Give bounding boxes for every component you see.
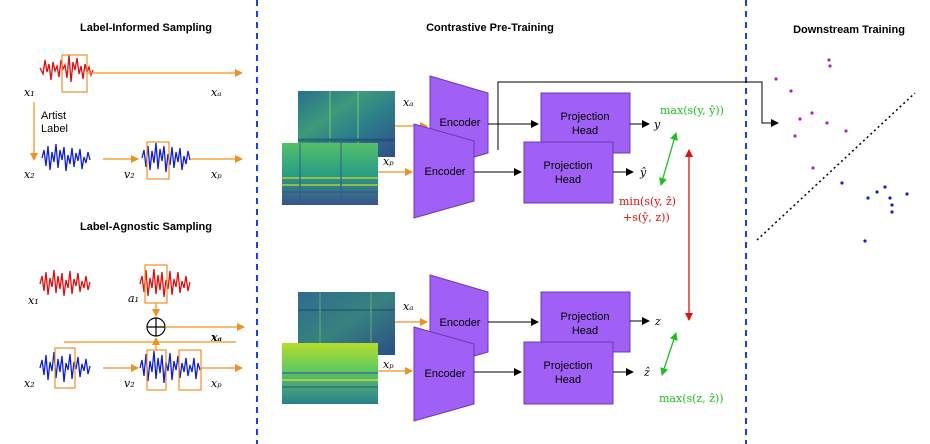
label-v2: v₂ — [124, 168, 135, 181]
encoder-top-p-label: Encoder — [425, 166, 466, 178]
point-blue — [890, 203, 894, 207]
arrow-z-zhat — [660, 332, 678, 376]
point-magenta — [827, 58, 831, 62]
encoder-top-p — [413, 123, 475, 219]
crop-box-v2-a — [146, 349, 167, 391]
objective-min-l1: min(s(y, ẑ) — [619, 195, 676, 208]
point-blue — [905, 192, 909, 196]
bottom-pipeline: xₐ xₚ Encoder Encoder Projection Head Pr… — [282, 274, 661, 422]
waveform-x1 — [39, 54, 94, 83]
objective-max-y: max(s(y, ŷ)) — [660, 104, 724, 117]
point-blue — [875, 190, 879, 194]
label-agnostic-xp: xₚ — [211, 377, 222, 390]
label-xp: xₚ — [211, 168, 222, 181]
point-magenta — [825, 121, 829, 125]
waveform-agnostic-x1 — [39, 269, 91, 297]
header-downstream: Downstream Training — [793, 24, 905, 36]
proj-bottom-a-l1: Projection — [561, 311, 610, 323]
point-blue — [890, 210, 894, 214]
proj-bottom-a-l2: Head — [572, 325, 598, 337]
spectrogram-xp-top — [282, 143, 378, 205]
header-contrastive: Contrastive Pre-Training — [426, 22, 554, 34]
objective-min-l2: +s(ŷ, z)) — [623, 211, 670, 224]
proj-bottom-p-l1: Projection — [544, 360, 593, 372]
point-magenta — [844, 129, 848, 133]
waveform-agnostic-x2 — [39, 351, 91, 383]
top-pipeline: xₐ xₚ Encoder Encoder Projection Head Pr… — [282, 75, 779, 219]
objectives: max(s(y, ŷ)) min(s(y, ẑ) +s(ŷ, z)) max(s… — [619, 104, 724, 405]
waveform-agnostic-v2 — [139, 350, 201, 384]
label-spec-xp-top: xₚ — [383, 155, 394, 168]
arrow-encoder-to-downstream — [497, 81, 779, 150]
crop-box-v2-p — [178, 349, 202, 391]
label-agnostic-x1: x₁ — [28, 294, 39, 307]
crop-box-agnostic-x2 — [54, 347, 76, 389]
waveform-a1 — [139, 268, 191, 298]
decision-boundary — [756, 92, 916, 241]
label-agnostic-v2: v₂ — [124, 377, 135, 390]
label-spec-xp-bottom: xₚ — [383, 358, 394, 371]
proj-bottom-p-l2: Head — [555, 374, 581, 386]
label-zhat: ẑ — [643, 366, 650, 379]
proj-top-a-l1: Projection — [561, 111, 610, 123]
waveform-v2 — [141, 142, 191, 173]
label-agnostic-x2: x₂ — [24, 377, 35, 390]
encoder-bottom-p-label: Encoder — [425, 368, 466, 380]
label-spec-xa-bottom: xₐ — [403, 300, 413, 313]
point-blue — [866, 196, 870, 200]
projection-head-bottom-p — [523, 341, 614, 405]
point-blue — [863, 239, 867, 243]
artist-label-line2: Label — [41, 123, 68, 135]
downstream-scatter — [756, 58, 916, 243]
proj-top-p-l2: Head — [555, 174, 581, 186]
point-magenta — [789, 89, 793, 93]
label-x2: x₂ — [24, 168, 35, 181]
objective-max-z: max(s(z, ẑ)) — [659, 392, 724, 405]
label-informed-group: x₁ xₐ Artist Label x₂ v₂ xₚ — [24, 54, 243, 181]
point-magenta — [811, 166, 815, 170]
point-magenta — [774, 77, 778, 81]
arrow-y-yhat — [659, 132, 678, 186]
encoder-top-a-label: Encoder — [440, 117, 481, 129]
label-yhat: ŷ — [639, 166, 647, 179]
point-magenta — [828, 64, 832, 68]
projection-head-top-p — [523, 141, 614, 204]
proj-top-a-l2: Head — [572, 125, 598, 137]
header-label-agnostic: Label-Agnostic Sampling — [80, 221, 212, 233]
label-xa: xₐ — [211, 86, 221, 99]
point-blue — [840, 181, 844, 185]
point-blue — [883, 185, 887, 189]
label-agnostic-xa: xₐ — [210, 331, 222, 344]
label-spec-xa-top: xₐ — [403, 96, 413, 109]
point-magenta — [798, 117, 802, 121]
header-label-informed: Label-Informed Sampling — [80, 22, 212, 34]
point-magenta — [793, 134, 797, 138]
encoder-bottom-p — [413, 326, 475, 422]
crop-box-a1 — [144, 264, 168, 304]
waveform-x2 — [41, 143, 91, 172]
label-agnostic-group: x₁ a₁ xₐ x₂ v₂ xₚ — [24, 264, 245, 391]
encoder-bottom-a-label: Encoder — [440, 317, 481, 329]
point-blue — [888, 196, 892, 200]
point-magenta — [810, 111, 814, 115]
label-z: z — [654, 315, 661, 328]
artist-label-line1: Artist — [41, 110, 66, 122]
crop-box-xp — [146, 141, 170, 180]
label-a1: a₁ — [128, 292, 139, 305]
proj-top-p-l1: Projection — [544, 160, 593, 172]
label-x1: x₁ — [24, 86, 35, 99]
label-y: y — [653, 118, 661, 131]
